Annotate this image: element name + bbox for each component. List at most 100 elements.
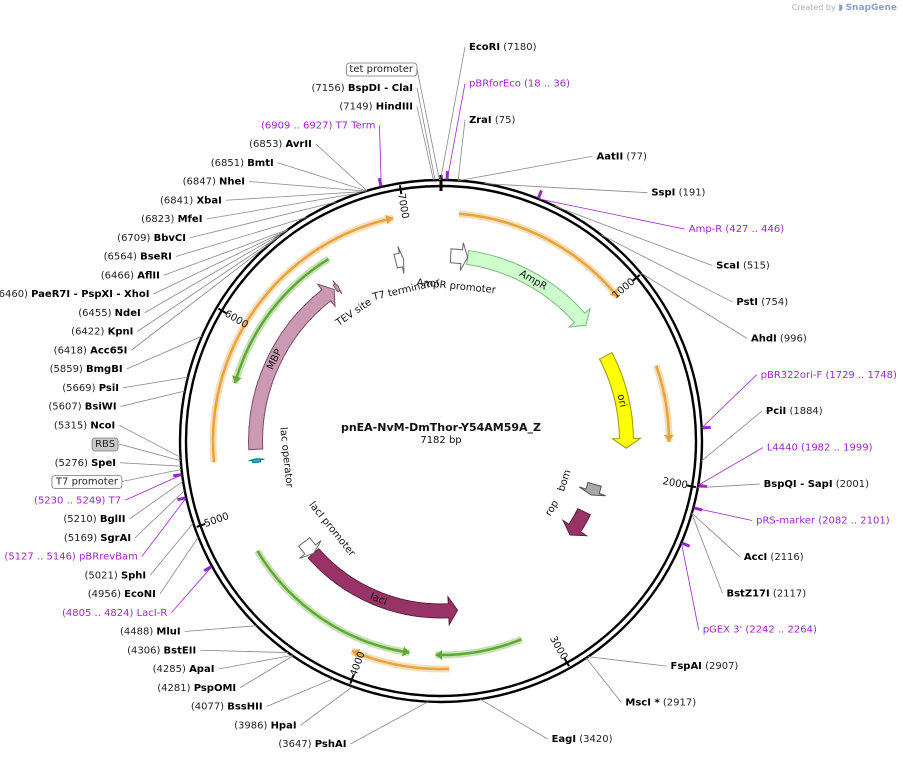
enzyme-site-label[interactable]: (4077) BssHII: [191, 702, 263, 713]
enzyme-site-label[interactable]: (6709) BbvCI: [117, 233, 186, 244]
leader-line: [266, 678, 334, 707]
leader-line: [484, 183, 648, 194]
leader-line: [700, 410, 763, 462]
enzyme-site-label[interactable]: (4306) BstEII: [127, 645, 196, 656]
leader-line: [119, 462, 182, 467]
enzyme-site-label[interactable]: (6853) AvrII: [249, 139, 312, 150]
enzyme-site-label[interactable]: (6466) AflII: [101, 270, 160, 281]
enzyme-site-label[interactable]: ScaI (515): [716, 261, 770, 272]
feature-arrow[interactable]: [332, 280, 343, 295]
plasmid-length: 7182 bp: [420, 435, 461, 446]
enzyme-site-label[interactable]: (4488) MluI: [120, 627, 181, 638]
primer-label[interactable]: pBRforEco (18 .. 36): [469, 78, 570, 89]
feature-label: T7 terminator: [371, 277, 442, 303]
enzyme-site-label[interactable]: AccI (2116): [744, 552, 804, 563]
enzyme-site-label[interactable]: (6823) MfeI: [141, 214, 202, 225]
feature-arrow[interactable]: [578, 481, 606, 497]
feature-arrow[interactable]: [307, 548, 459, 627]
enzyme-site-label[interactable]: BstZ17I (2117): [726, 588, 806, 599]
enzyme-site-label[interactable]: EcoRI (7180): [469, 42, 537, 53]
enzyme-site-label[interactable]: ZraI (75): [469, 115, 515, 126]
primer-label[interactable]: (6909 .. 6927) T7 Term: [261, 120, 376, 131]
primer-site-mark: [537, 189, 543, 199]
enzyme-site-label[interactable]: (6564) BseRI: [104, 252, 172, 263]
enzyme-site-label[interactable]: (5315) NcoI: [54, 420, 115, 431]
feature-arrow[interactable]: [248, 283, 336, 451]
enzyme-site-label[interactable]: (4285) ApaI: [153, 664, 215, 675]
primer-label[interactable]: Amp-R (427 .. 446): [689, 224, 784, 235]
enzyme-site-label[interactable]: PciI (1884): [766, 406, 823, 417]
enzyme-site-label[interactable]: AhdI (996): [751, 333, 807, 344]
orf-arrow: [458, 212, 619, 298]
enzyme-site-label[interactable]: (6418) Acc65I: [54, 345, 128, 356]
enzyme-site-label[interactable]: (5169) SgrAI: [64, 533, 131, 544]
enzyme-site-label[interactable]: BspQI - SapI (2001): [764, 479, 869, 490]
leader-line: [554, 205, 713, 266]
enzyme-site-label[interactable]: AatII (77): [596, 151, 647, 162]
leader-line: [189, 201, 337, 239]
leader-line: [119, 424, 181, 458]
orf-arrowhead: [402, 646, 410, 657]
feature-arrow[interactable]: [248, 458, 265, 464]
enzyme-site-label[interactable]: SspI (191): [651, 188, 705, 199]
enzyme-site-label[interactable]: (4956) EcoNI: [88, 589, 156, 600]
primer-label[interactable]: (5127 .. 5146) pBRrevBam: [4, 552, 137, 563]
primer-label[interactable]: pGEX 3' (2242 .. 2264): [703, 625, 817, 636]
leader-line: [153, 229, 288, 295]
leader-line: [126, 335, 203, 370]
feature-rop[interactable]: rop: [543, 499, 592, 537]
enzyme-site-label[interactable]: (5859) BmgBI: [50, 364, 123, 375]
primer-label[interactable]: (4805 .. 4824) LacI-R: [62, 608, 167, 619]
orf-arrow: [351, 649, 450, 671]
feature-laci-promoter[interactable]: lacI promoter: [297, 500, 358, 560]
leader-line: [171, 566, 213, 614]
tick-label: 1000: [611, 276, 638, 301]
primer-label[interactable]: pRS-marker (2082 .. 2101): [756, 515, 890, 526]
enzyme-site-label[interactable]: (5021) SphI: [85, 570, 147, 581]
enzyme-site-label[interactable]: (7156) BspDI - ClaI: [311, 83, 413, 94]
leader-line: [640, 272, 748, 339]
feature-ori[interactable]: ori: [598, 351, 643, 449]
enzyme-site-label[interactable]: MscI * (2917): [625, 698, 696, 709]
enzyme-site-label[interactable]: (6841) XbaI: [160, 195, 222, 206]
feature-arrow[interactable]: [466, 249, 591, 328]
enzyme-site-label[interactable]: (3986) HpaI: [234, 720, 296, 731]
orf-arrowhead: [385, 214, 394, 225]
primer-label[interactable]: pBR322ori-F (1729 .. 1748): [761, 370, 897, 381]
feature-arrow[interactable]: [598, 351, 643, 449]
enzyme-site-label[interactable]: PstI (754): [736, 297, 788, 308]
primer-site-mark: [693, 506, 703, 512]
enzyme-site-label[interactable]: (6422) KpnI: [71, 327, 133, 338]
feature-tev-site[interactable]: TEV site: [332, 280, 374, 330]
feature-bom[interactable]: bom: [556, 468, 606, 497]
feature-arrow[interactable]: [561, 507, 592, 537]
enzyme-site-label[interactable]: FspAI (2907): [671, 661, 739, 672]
enzyme-site-label[interactable]: (6455) NdeI: [78, 308, 140, 319]
feature-laci[interactable]: lacI: [307, 548, 459, 627]
enzyme-site-label[interactable]: (5607) BsiWI: [48, 402, 116, 413]
enzyme-site-label[interactable]: (3647) PshAI: [278, 739, 346, 750]
feature-arrow[interactable]: [393, 246, 405, 274]
enzyme-site-label[interactable]: EagI (3420): [552, 734, 613, 745]
feature-callout[interactable]: tet promoter: [349, 64, 413, 75]
feature-mbp[interactable]: MBP: [248, 283, 336, 451]
primer-label[interactable]: L4440 (1982 .. 1999): [767, 443, 873, 454]
enzyme-site-label[interactable]: (5669) PsiI: [62, 383, 119, 394]
primer-label[interactable]: (5230 .. 5249) T7: [34, 495, 121, 506]
leader-line: [416, 68, 440, 181]
enzyme-site-label[interactable]: (5210) BglII: [63, 514, 125, 525]
leader-line: [163, 229, 289, 276]
enzyme-site-label[interactable]: (4281) PspOMI: [157, 683, 236, 694]
feature-arrow[interactable]: [449, 242, 469, 271]
feature-callout[interactable]: T7 promoter: [55, 477, 119, 488]
enzyme-site-label[interactable]: (7149) HindIII: [339, 102, 413, 113]
enzyme-site-label[interactable]: (5276) SpeI: [55, 458, 116, 469]
enzyme-site-label[interactable]: (6851) BmtI: [211, 158, 274, 169]
enzyme-site-label[interactable]: (6847) NheI: [183, 177, 245, 188]
feature-arrow[interactable]: [297, 537, 322, 559]
orf-arrow: [233, 257, 330, 384]
primer-site-mark: [681, 541, 691, 548]
enzyme-site-label[interactable]: (6460) PaeR7I - PspXI - XhoI: [0, 289, 149, 300]
feature-callout[interactable]: RBS: [95, 439, 115, 450]
feature-t7-terminator[interactable]: T7 terminator: [371, 246, 442, 303]
